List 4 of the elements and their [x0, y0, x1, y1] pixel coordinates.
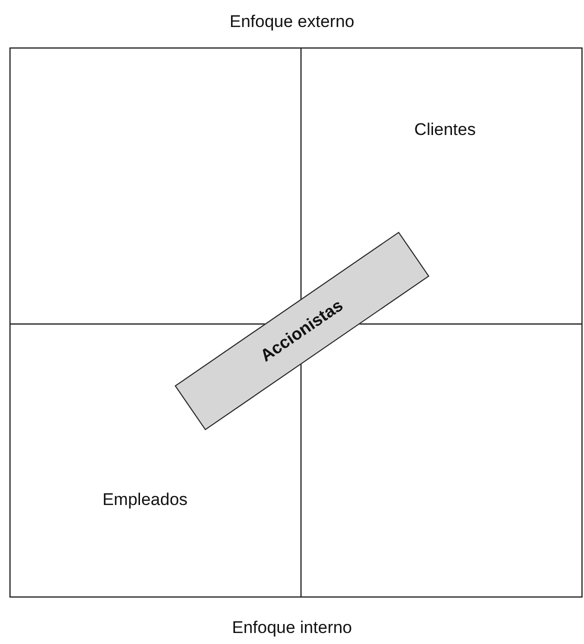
axis-label: Enfoque interno	[232, 618, 352, 638]
quadrant-label: Empleados	[102, 490, 188, 510]
quadrant-label: Clientes	[414, 120, 476, 140]
axis-label: Enfoque externo	[230, 12, 354, 32]
